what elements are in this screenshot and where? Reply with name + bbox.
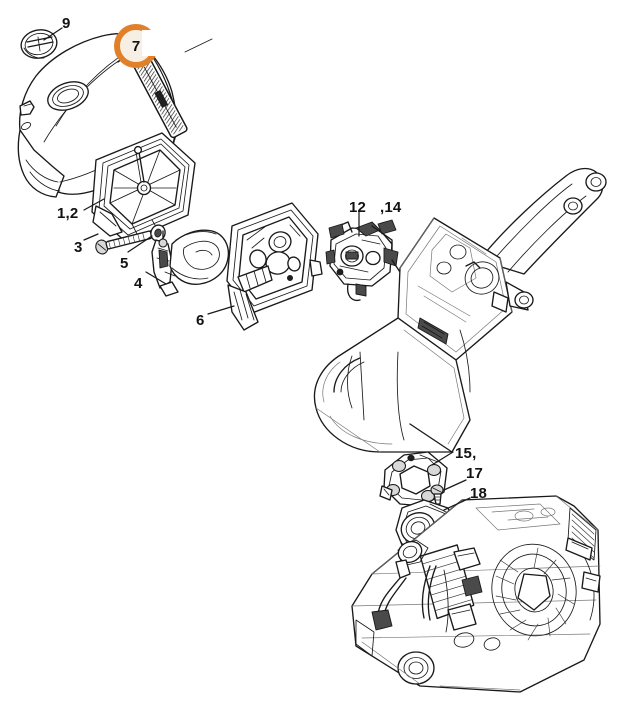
leader-15 [431,451,454,466]
part-3-screw-long [95,230,158,255]
muffler-body [169,229,230,285]
part-1-2-air-filter-frame [91,132,196,243]
callout-12[interactable]: 12 [349,199,367,216]
callout-5[interactable]: 5 [120,255,129,272]
leader-5 [127,235,153,253]
leader-9 [43,27,63,41]
part-17-mounting-screw [430,484,444,505]
callout-7-label: 7 [131,37,141,55]
leader-6 [207,305,235,315]
part-4-choke-lever-bracket [151,230,179,297]
callout-18[interactable]: 18 [470,485,488,502]
highlight-ring-mask [142,30,164,56]
engine-crankcase-assembly [351,495,601,693]
callout-17[interactable]: 17 [466,465,484,482]
leader-18 [443,497,471,511]
callout-15[interactable]: 15, [455,445,477,462]
leader-1-2 [83,198,105,211]
part-5-collar-washer [150,224,166,242]
callout-1-2[interactable]: 1,2 [57,205,79,222]
callout-9[interactable]: 9 [62,15,71,32]
callout-3[interactable]: 3 [74,239,83,256]
part-14-carburetor-linkage [328,219,401,273]
leader-17 [443,479,467,491]
part-12-carburetor [325,219,401,302]
callout-14[interactable]: ,14 [380,199,402,216]
callout-4[interactable]: 4 [134,275,143,292]
leader-4 [145,271,167,285]
handle-tank-housing [313,167,607,453]
part-6-air-filter-base-housing [226,202,323,331]
leader-3 [83,233,99,241]
callout-6[interactable]: 6 [196,312,205,329]
